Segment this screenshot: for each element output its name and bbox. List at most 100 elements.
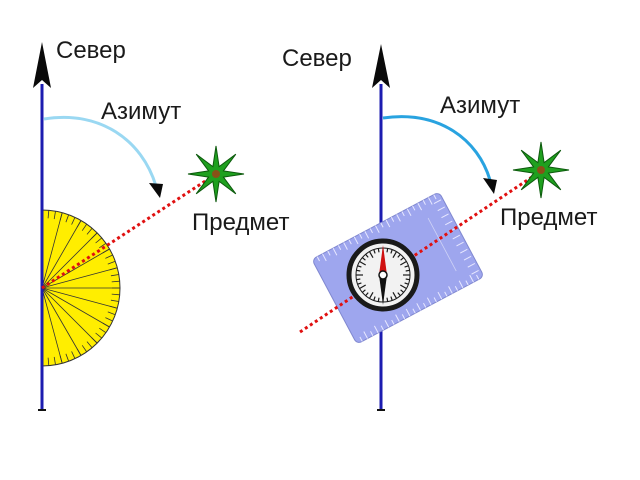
azimuth-arc-arrowhead xyxy=(149,183,163,198)
protractor-minor-tick xyxy=(111,293,120,296)
sight-line xyxy=(41,174,214,290)
protractor-minor-tick xyxy=(53,356,56,365)
plate-tick xyxy=(405,308,411,317)
plate-tick xyxy=(428,197,433,205)
plate-tick xyxy=(380,325,384,331)
plate-tick xyxy=(454,286,459,291)
protractor-minor-tick xyxy=(59,212,63,221)
dial-tick xyxy=(400,289,405,293)
protractor-tick xyxy=(41,220,82,289)
dial-tick xyxy=(392,292,398,299)
plate-tick xyxy=(316,256,320,262)
protractor-minor-tick xyxy=(59,355,63,364)
protractor-tick xyxy=(41,287,110,328)
plate-tick xyxy=(426,297,432,305)
azimuth-arc xyxy=(382,115,492,181)
dial-tick xyxy=(368,292,374,299)
plate-tick xyxy=(322,253,327,262)
plate-tick xyxy=(448,286,453,294)
plate-tick xyxy=(476,274,480,280)
plate-tick xyxy=(401,314,406,320)
protractor-minor-tick xyxy=(107,311,116,316)
plate-tick xyxy=(458,280,464,289)
dial-tick xyxy=(390,249,393,254)
azimuth-label: Азимут xyxy=(440,92,520,119)
protractor-minor-tick xyxy=(109,267,118,271)
plate-tick xyxy=(433,199,442,205)
dial-tick xyxy=(400,260,407,266)
right-panel: Север Азимут Предмет xyxy=(282,44,597,411)
protractor-minor-tick xyxy=(86,227,93,235)
protractor-minor-tick xyxy=(47,210,50,219)
dial-tick xyxy=(356,269,361,272)
protractor-minor-tick xyxy=(86,341,93,349)
protractor-minor-tick xyxy=(102,248,110,254)
protractor-minor-tick xyxy=(81,345,88,353)
plate-tick xyxy=(373,325,379,334)
protractor-tick xyxy=(41,287,118,309)
north-arrow-head xyxy=(33,42,51,88)
plate-tick xyxy=(423,302,427,308)
north-arrow-head xyxy=(372,44,390,88)
plate-tick xyxy=(467,262,476,268)
protractor-minor-tick xyxy=(99,242,107,249)
protractor-minor-tick xyxy=(111,280,120,283)
dial-tick xyxy=(400,284,407,290)
plate-tick xyxy=(384,319,390,328)
compass-needle-north xyxy=(379,245,387,275)
protractor-tick xyxy=(41,287,82,356)
protractor-minor-tick xyxy=(53,211,56,220)
protractor-minor-tick xyxy=(99,327,107,334)
protractor-minor-tick xyxy=(91,232,98,239)
azimuth-arc-arrowhead xyxy=(483,178,497,194)
plate-tick xyxy=(364,231,370,239)
plate-tick xyxy=(433,194,437,200)
plate-tick xyxy=(327,250,331,256)
plate-tick xyxy=(337,245,342,250)
plate-tick xyxy=(465,280,469,286)
plate-tick xyxy=(348,239,352,245)
plate-tick xyxy=(422,200,426,205)
protractor-minor-tick xyxy=(110,274,119,277)
plate-tick xyxy=(385,219,391,228)
dial-tick xyxy=(392,251,398,258)
plate-tick xyxy=(380,222,384,228)
protractor-ticks xyxy=(41,210,120,366)
plate-tick xyxy=(396,214,401,222)
object-star-center xyxy=(537,166,545,174)
dial-tick xyxy=(368,251,374,258)
dial-tick xyxy=(361,257,366,261)
dial-tick xyxy=(373,296,376,301)
plate-tick xyxy=(332,247,338,256)
dial-tick xyxy=(397,292,401,297)
plate-tick xyxy=(441,213,449,219)
protractor-minor-tick xyxy=(105,317,113,322)
dial-tick xyxy=(405,278,410,281)
protractor-minor-tick xyxy=(91,337,98,344)
plate-tick xyxy=(401,211,405,217)
azimuth-arc xyxy=(43,116,158,187)
plate-tick xyxy=(391,319,395,325)
dial-tick xyxy=(386,248,389,253)
dial-tick xyxy=(365,253,369,258)
plate-tick xyxy=(412,308,416,314)
protractor-minor-tick xyxy=(105,254,113,259)
protractor-minor-tick xyxy=(109,305,118,309)
compass-icon xyxy=(346,238,420,312)
plate-tick xyxy=(412,205,416,211)
protractor-tick xyxy=(41,232,98,289)
dial-tick xyxy=(405,269,410,272)
dial-tick xyxy=(361,289,366,293)
plate-tick xyxy=(359,233,363,239)
protractor-minor-tick xyxy=(110,299,119,302)
dial-tick xyxy=(397,253,401,258)
plate-tick xyxy=(406,208,412,217)
plate-tick xyxy=(444,220,453,226)
dial-tick xyxy=(390,296,393,301)
plate-tick xyxy=(353,236,359,245)
object-star-center xyxy=(212,170,220,178)
compass-needle-south xyxy=(379,275,387,305)
dial-tick xyxy=(357,265,362,268)
plate-tick xyxy=(416,303,421,311)
plate-tick xyxy=(437,206,446,212)
